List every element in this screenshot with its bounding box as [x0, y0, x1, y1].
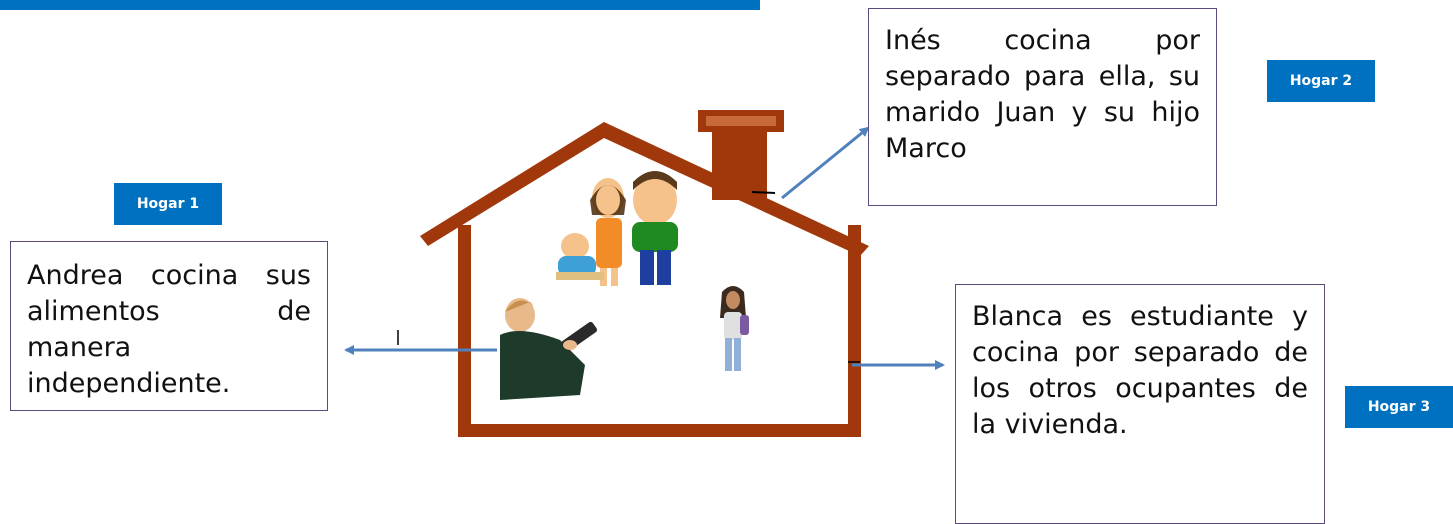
blanca-description-text: Blanca es estudiante y cocina por separa…: [972, 301, 1308, 440]
house-walls: [458, 225, 861, 437]
student-illustration: [720, 286, 749, 371]
blanca-description-box: Blanca es estudiante y cocina por separa…: [955, 284, 1325, 524]
hogar-2-badge: Hogar 2: [1267, 60, 1375, 102]
family-illustration: [556, 171, 678, 286]
arrow-to-hogar-2: [781, 126, 870, 200]
woman-with-clipboard-illustration: [500, 298, 598, 400]
andrea-description-text: Andrea cocina sus alimentos de manera in…: [27, 260, 311, 399]
roof-mark: [751, 191, 776, 194]
ines-description-box: Inés cocina por separado para ella, su m…: [868, 8, 1217, 206]
top-accent-bar: [0, 0, 760, 10]
ines-description-text: Inés cocina por separado para ella, su m…: [885, 25, 1200, 164]
house-roof: [420, 122, 869, 256]
hogar-3-badge: Hogar 3: [1345, 386, 1453, 428]
hogar-1-badge: Hogar 1: [114, 183, 222, 225]
andrea-description-box: Andrea cocina sus alimentos de manera in…: [10, 241, 328, 411]
